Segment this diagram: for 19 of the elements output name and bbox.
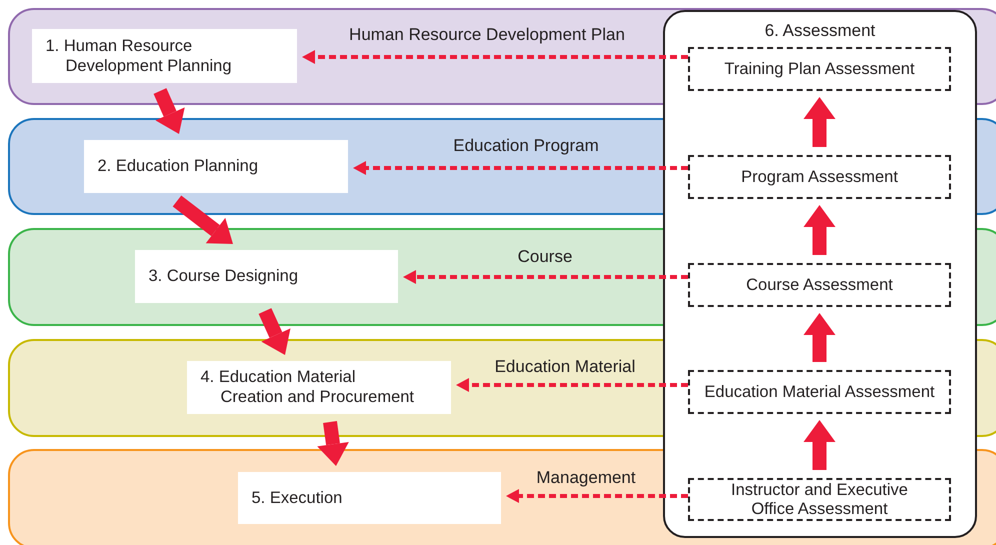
- dashed-arrow: [302, 50, 688, 64]
- arrow: [154, 88, 185, 134]
- arrow: [804, 420, 836, 470]
- arrow: [804, 97, 836, 147]
- panel-title: 6. Assessment: [764, 21, 876, 41]
- arrow: [258, 308, 290, 355]
- dashed-arrow: [403, 270, 688, 284]
- arrow: [172, 195, 233, 244]
- arrow: [804, 205, 836, 255]
- process-box: 4. Education Material Creation and Procurement: [186, 360, 450, 414]
- arrow: [804, 313, 836, 362]
- arrow: [317, 421, 349, 466]
- dashed-arrow: [456, 378, 688, 392]
- dashed-arrow: [506, 489, 688, 503]
- process-box: 2. Education Planning: [84, 140, 348, 192]
- process-box: 5. Execution: [238, 472, 500, 524]
- process-box: 1. Human Resource Development Planning: [32, 28, 296, 82]
- process-box: 3. Course Designing: [134, 250, 398, 302]
- dashed-arrow: [353, 161, 688, 175]
